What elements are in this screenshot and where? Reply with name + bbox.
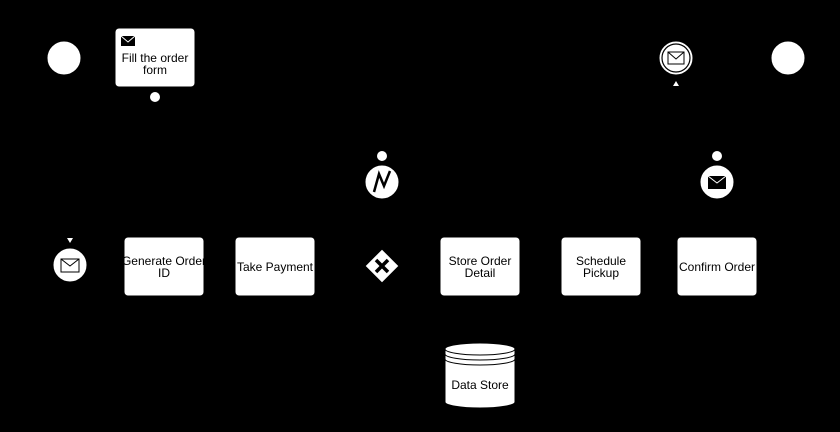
connection-point — [377, 151, 387, 161]
x-marker-icon — [374, 258, 390, 274]
task-label: form — [143, 63, 167, 77]
task-generate-order-id[interactable]: Generate Order ID — [122, 236, 206, 297]
task-label: Take Payment — [237, 260, 314, 274]
task-label: Store Order — [449, 254, 512, 268]
error-event[interactable] — [364, 164, 400, 200]
intermediate-message-throw-event[interactable] — [658, 40, 694, 76]
task-label: Pickup — [583, 266, 619, 280]
connection-point — [150, 92, 160, 102]
connection-point — [712, 151, 722, 161]
arrow-marker — [673, 81, 679, 86]
task-store-order-detail[interactable]: Store Order Detail — [439, 236, 521, 297]
start-event[interactable] — [46, 40, 82, 76]
task-label: Fill the order — [122, 51, 189, 65]
envelope-filled-icon — [707, 175, 727, 189]
send-message-icon — [120, 35, 136, 46]
task-take-payment[interactable]: Take Payment — [234, 236, 316, 297]
envelope-icon — [60, 258, 80, 273]
arrow-marker — [67, 238, 73, 243]
task-fill-order-form[interactable]: Fill the order form — [114, 27, 196, 88]
task-confirm-order[interactable]: Confirm Order — [676, 236, 758, 297]
message-catch-event[interactable] — [699, 164, 735, 200]
error-lightning-icon — [372, 170, 392, 193]
task-label: ID — [158, 266, 170, 280]
end-event[interactable] — [770, 40, 806, 76]
task-label: Generate Order — [122, 254, 206, 268]
task-schedule-pickup[interactable]: Schedule Pickup — [560, 236, 642, 297]
task-label: Confirm Order — [679, 260, 755, 274]
exclusive-gateway[interactable] — [364, 248, 400, 284]
message-start-event[interactable] — [52, 247, 88, 283]
task-label: Detail — [465, 266, 496, 280]
data-store[interactable]: Data Store — [444, 342, 516, 409]
task-label: Schedule — [576, 254, 626, 268]
data-store-label: Data Store — [451, 378, 509, 392]
envelope-icon — [667, 51, 685, 65]
